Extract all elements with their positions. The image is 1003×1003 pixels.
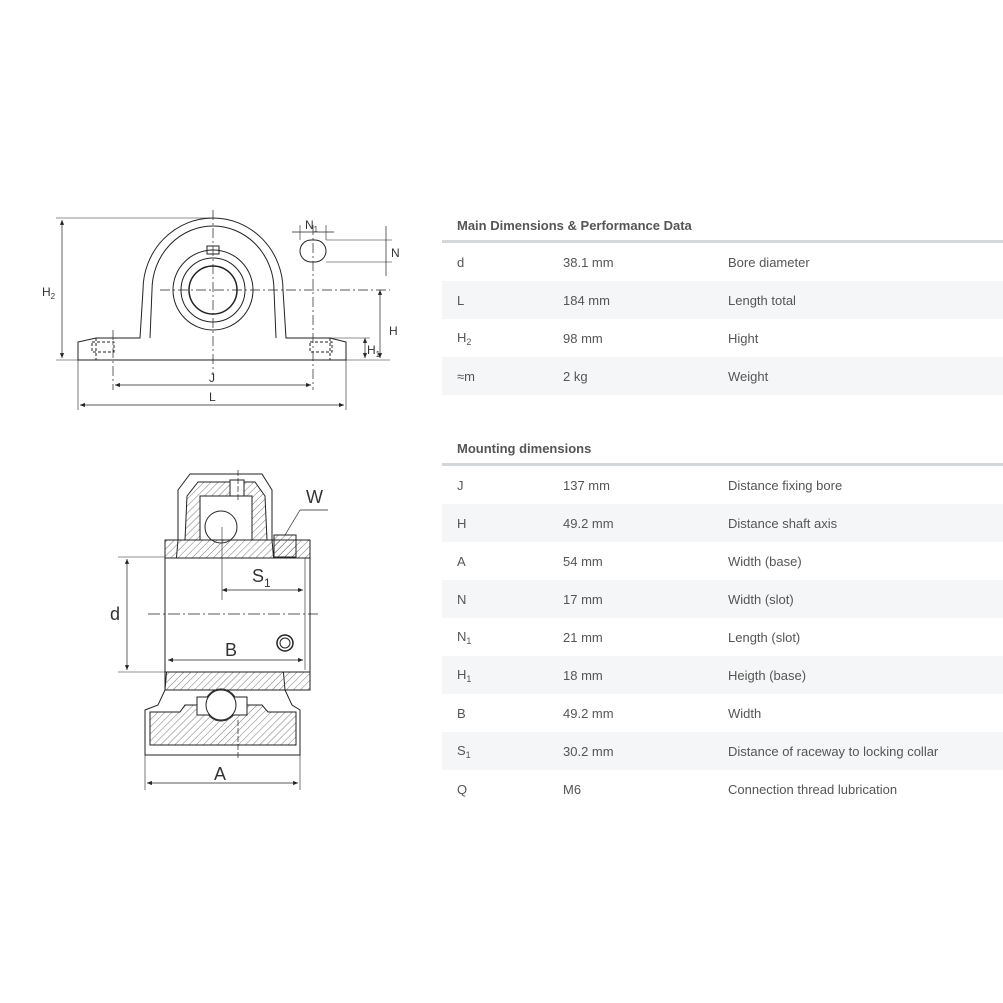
table-row: L 184 mm Length total (442, 281, 1003, 319)
table-row: A 54 mm Width (base) (442, 542, 1003, 580)
symbol-cell: A (442, 554, 563, 569)
table-row: N 17 mm Width (slot) (442, 580, 1003, 618)
symbol-subscript: 1 (465, 749, 471, 760)
value-cell: 38.1 mm (563, 254, 614, 270)
svg-text:S1: S1 (252, 566, 271, 590)
description-cell: Weight (728, 368, 769, 384)
svg-text:N: N (391, 246, 400, 260)
section-title: Mounting dimensions (457, 441, 592, 456)
value-cell: 98 mm (563, 330, 603, 346)
symbol-cell: N (442, 592, 563, 607)
description-cell: Width (728, 705, 762, 721)
value-cell: 184 mm (563, 292, 610, 308)
symbol: S (457, 742, 466, 758)
description-cell: Distance fixing bore (728, 477, 843, 493)
symbol: H (457, 329, 467, 345)
description-cell: Width (base) (728, 553, 802, 569)
symbol: L (457, 292, 465, 308)
svg-text:W: W (306, 487, 323, 507)
symbol: d (457, 254, 465, 270)
table-row: ≈m 2 kg Weight (442, 357, 1003, 395)
description-cell: Connection thread lubrication (728, 781, 898, 797)
value-cell: M6 (563, 781, 582, 797)
symbol: H (457, 515, 467, 531)
symbol: A (457, 553, 466, 569)
svg-text:H1: H1 (367, 343, 381, 359)
symbol-cell: L (442, 293, 563, 308)
description-cell: Distance shaft axis (728, 515, 838, 531)
symbol: N (457, 591, 467, 607)
symbol-cell: J (442, 478, 563, 493)
table-row: Q M6 Connection thread lubrication (442, 770, 1003, 808)
symbol-cell: H2 (442, 330, 563, 347)
front-view-labels: H2 N1 N H H1 J L (42, 218, 400, 404)
description-cell: Hight (728, 330, 759, 346)
value-cell: 49.2 mm (563, 515, 614, 531)
table-row: H 49.2 mm Distance shaft axis (442, 504, 1003, 542)
description-cell: Distance of raceway to locking collar (728, 743, 939, 759)
svg-text:H: H (389, 324, 398, 338)
value-cell: 30.2 mm (563, 743, 614, 759)
description-cell: Heigth (base) (728, 667, 807, 683)
front-view-drawing (56, 210, 392, 410)
table-row: J 137 mm Distance fixing bore (442, 466, 1003, 504)
value-cell: 2 kg (563, 368, 588, 384)
symbol: N (457, 628, 467, 644)
symbol: J (457, 477, 464, 493)
technical-drawing: H2 N1 N H H1 J L (42, 210, 400, 790)
symbol-cell: H1 (442, 667, 563, 684)
section-title: Main Dimensions & Performance Data (457, 218, 692, 233)
symbol: ≈m (457, 368, 475, 384)
svg-text:J: J (209, 371, 215, 385)
divider (442, 463, 1003, 466)
symbol-cell: N1 (442, 629, 563, 646)
value-cell: 18 mm (563, 667, 603, 683)
symbol-subscript: 1 (466, 635, 472, 646)
symbol-cell: Q (442, 782, 563, 797)
description-cell: Length total (728, 292, 796, 308)
value-cell: 49.2 mm (563, 705, 614, 721)
description-cell: Length (slot) (728, 629, 801, 645)
symbol: H (457, 666, 467, 682)
symbol: B (457, 705, 466, 721)
svg-text:B: B (225, 640, 237, 660)
value-cell: 17 mm (563, 591, 603, 607)
value-cell: 137 mm (563, 477, 610, 493)
table-row: d 38.1 mm Bore diameter (442, 243, 1003, 281)
table-row: B 49.2 mm Width (442, 694, 1003, 732)
value-cell: 54 mm (563, 553, 603, 569)
svg-text:d: d (110, 604, 120, 624)
description-cell: Bore diameter (728, 254, 810, 270)
symbol-cell: B (442, 706, 563, 721)
symbol-subscript: 2 (466, 336, 472, 347)
symbol-cell: H (442, 516, 563, 531)
symbol: Q (457, 781, 468, 797)
symbol-cell: d (442, 255, 563, 270)
svg-text:A: A (214, 764, 226, 784)
svg-text:H2: H2 (42, 285, 56, 301)
svg-text:L: L (209, 390, 216, 404)
symbol-subscript: 1 (466, 673, 472, 684)
divider (442, 240, 1003, 243)
section-view-drawing (118, 470, 328, 790)
description-cell: Width (slot) (728, 591, 794, 607)
mounting-dimensions-table: Mounting dimensions J 137 mm Distance fixi… (442, 441, 1003, 808)
main-dimensions-table: Main Dimensions & Performance Data d 38.1… (442, 218, 1003, 395)
value-cell: 21 mm (563, 629, 603, 645)
symbol-cell: ≈m (442, 369, 563, 384)
symbol-cell: S1 (442, 743, 563, 760)
section-view-labels: W S1 d B A (110, 487, 323, 784)
svg-text:N1: N1 (305, 218, 319, 234)
